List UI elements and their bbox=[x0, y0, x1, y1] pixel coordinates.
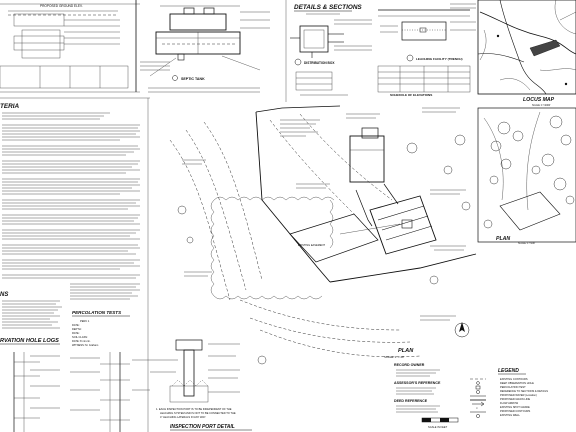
locus-map-title: LOCUS MAP bbox=[523, 97, 555, 103]
legend-proposed-grain-line: PROPOSED GRAIN LINE bbox=[500, 397, 530, 401]
perc-row-date: DATE: bbox=[72, 323, 80, 327]
obs-hole-log-columns bbox=[13, 352, 150, 432]
inspection-port-detail: 1. EACH INSPECTION PORT IS TO BE INDEPEN… bbox=[150, 339, 252, 431]
legend-existing-well: EXISTING WELL bbox=[500, 413, 520, 417]
north-arrow-icon bbox=[454, 322, 470, 338]
septic-tank-detail: SEPTIC TANK bbox=[140, 5, 270, 93]
legend-symbols: × bbox=[470, 378, 486, 418]
legend: LEGEND × EXISTING CONTOURS DEEP OBSERVAT… bbox=[470, 368, 548, 418]
plan-scale: SCALE: 1" = 20' bbox=[384, 355, 405, 359]
legend-percolation-test: PERCOLATION TEST bbox=[500, 385, 526, 389]
small-plan-title: PLAN bbox=[496, 236, 510, 242]
perc-tests-title: PERCOLATION TESTS bbox=[72, 310, 122, 315]
design-criteria: TERIA bbox=[0, 97, 150, 279]
svg-text:×: × bbox=[476, 406, 478, 410]
small-plan: PLAN SCALE: 1"=100' bbox=[477, 107, 576, 245]
plan-title: PLAN bbox=[398, 348, 414, 354]
obs-hole-logs-title: RVATION HOLE LOGS bbox=[0, 338, 59, 344]
perc-row-soil-class: SOIL CLASS: bbox=[72, 335, 88, 339]
perc-table: PERC 1 DATE: DEPTH: RATE: SOIL CLASS: DA… bbox=[72, 319, 98, 347]
inspection-port-title: INSPECTION PORT DETAIL bbox=[170, 424, 235, 430]
owner-reference-block: RECORD OWNER ASSESSOR'S REFERENCE DEED R… bbox=[394, 363, 459, 429]
inspection-note-3: 4" LEACHING LATERALS IN ANY WAY. bbox=[160, 415, 206, 419]
deed-reference-title: DEED REFERENCE bbox=[394, 399, 428, 403]
locus-map: LOCUS MAP SCALE: 1"=2000' bbox=[477, 0, 576, 107]
profile-section: PROPOSED GROUND ELEV. bbox=[0, 0, 140, 93]
main-site-plan: EXISTING EASEMENT bbox=[147, 98, 477, 432]
leaching-facility-detail: LEACHING FACILITY (TRENCH) SCHEDULE OF E… bbox=[377, 3, 476, 97]
legend-existing-contours: EXISTING CONTOURS bbox=[500, 377, 528, 381]
details-sections-title: DETAILS & SECTIONS bbox=[294, 4, 362, 11]
legend-flow-arrow: FLOW ARROW bbox=[500, 401, 519, 405]
distribution-box-title: DISTRIBUTION BOX bbox=[304, 61, 335, 65]
leaching-field bbox=[339, 183, 437, 255]
legend-reference-sections: REFERENCE TO SECTIONS & DETAILS bbox=[500, 389, 548, 393]
perc-row-depth: DEPTH: bbox=[72, 327, 82, 331]
scale-bar-label: SCALE IN FEET bbox=[428, 425, 448, 429]
septic-tank-title: SEPTIC TANK bbox=[181, 77, 205, 81]
leaching-facility-title: LEACHING FACILITY (TRENCH) bbox=[416, 57, 463, 61]
locus-map-scale: SCALE: 1"=2000' bbox=[532, 104, 551, 107]
criteria-title: TERIA bbox=[0, 103, 20, 110]
record-owner-title: RECORD OWNER bbox=[394, 363, 425, 367]
small-plan-scale: SCALE: 1"=100' bbox=[518, 242, 536, 245]
lower-left-tables: NS PERCOLATION TESTS PERC 1 DATE: DEPTH:… bbox=[0, 283, 150, 432]
perc-row-test: PERC 1 bbox=[80, 319, 90, 323]
perc-row-design-rate: DATE: 8 min./in. bbox=[72, 339, 91, 343]
legend-deep-observation-hole: DEEP OBSERVATION HOLE bbox=[500, 381, 534, 385]
perc-row-witness: WITNESS: M. Graham bbox=[72, 343, 98, 347]
assessors-title: ASSESSOR'S REFERENCE bbox=[394, 381, 441, 385]
schedule-elevations-title: SCHEDULE OF ELEVATIONS bbox=[390, 93, 432, 97]
ns-title: NS bbox=[0, 292, 8, 298]
easement-label: EXISTING EASEMENT bbox=[298, 243, 326, 247]
details-sections: DETAILS & SECTIONS DISTRIBUTION BOX bbox=[285, 0, 372, 102]
legend-title: LEGEND bbox=[498, 368, 519, 374]
perc-row-rate: RATE: bbox=[72, 331, 80, 335]
inspection-note-2: LEACHING SYSTEM AND IS NOT TO BE CONNECT… bbox=[160, 411, 236, 415]
legend-existing-spot-grade: EXISTING SPOT GRADE bbox=[500, 405, 530, 409]
legend-proposed-contours: PROPOSED CONTOURS bbox=[500, 409, 530, 413]
inspection-note-1: 1. EACH INSPECTION PORT IS TO BE INDEPEN… bbox=[156, 407, 232, 411]
profile-ground-label: PROPOSED GROUND ELEV. bbox=[40, 4, 83, 8]
legend-proposed-water: PROPOSED WATER (Location) bbox=[500, 393, 537, 397]
